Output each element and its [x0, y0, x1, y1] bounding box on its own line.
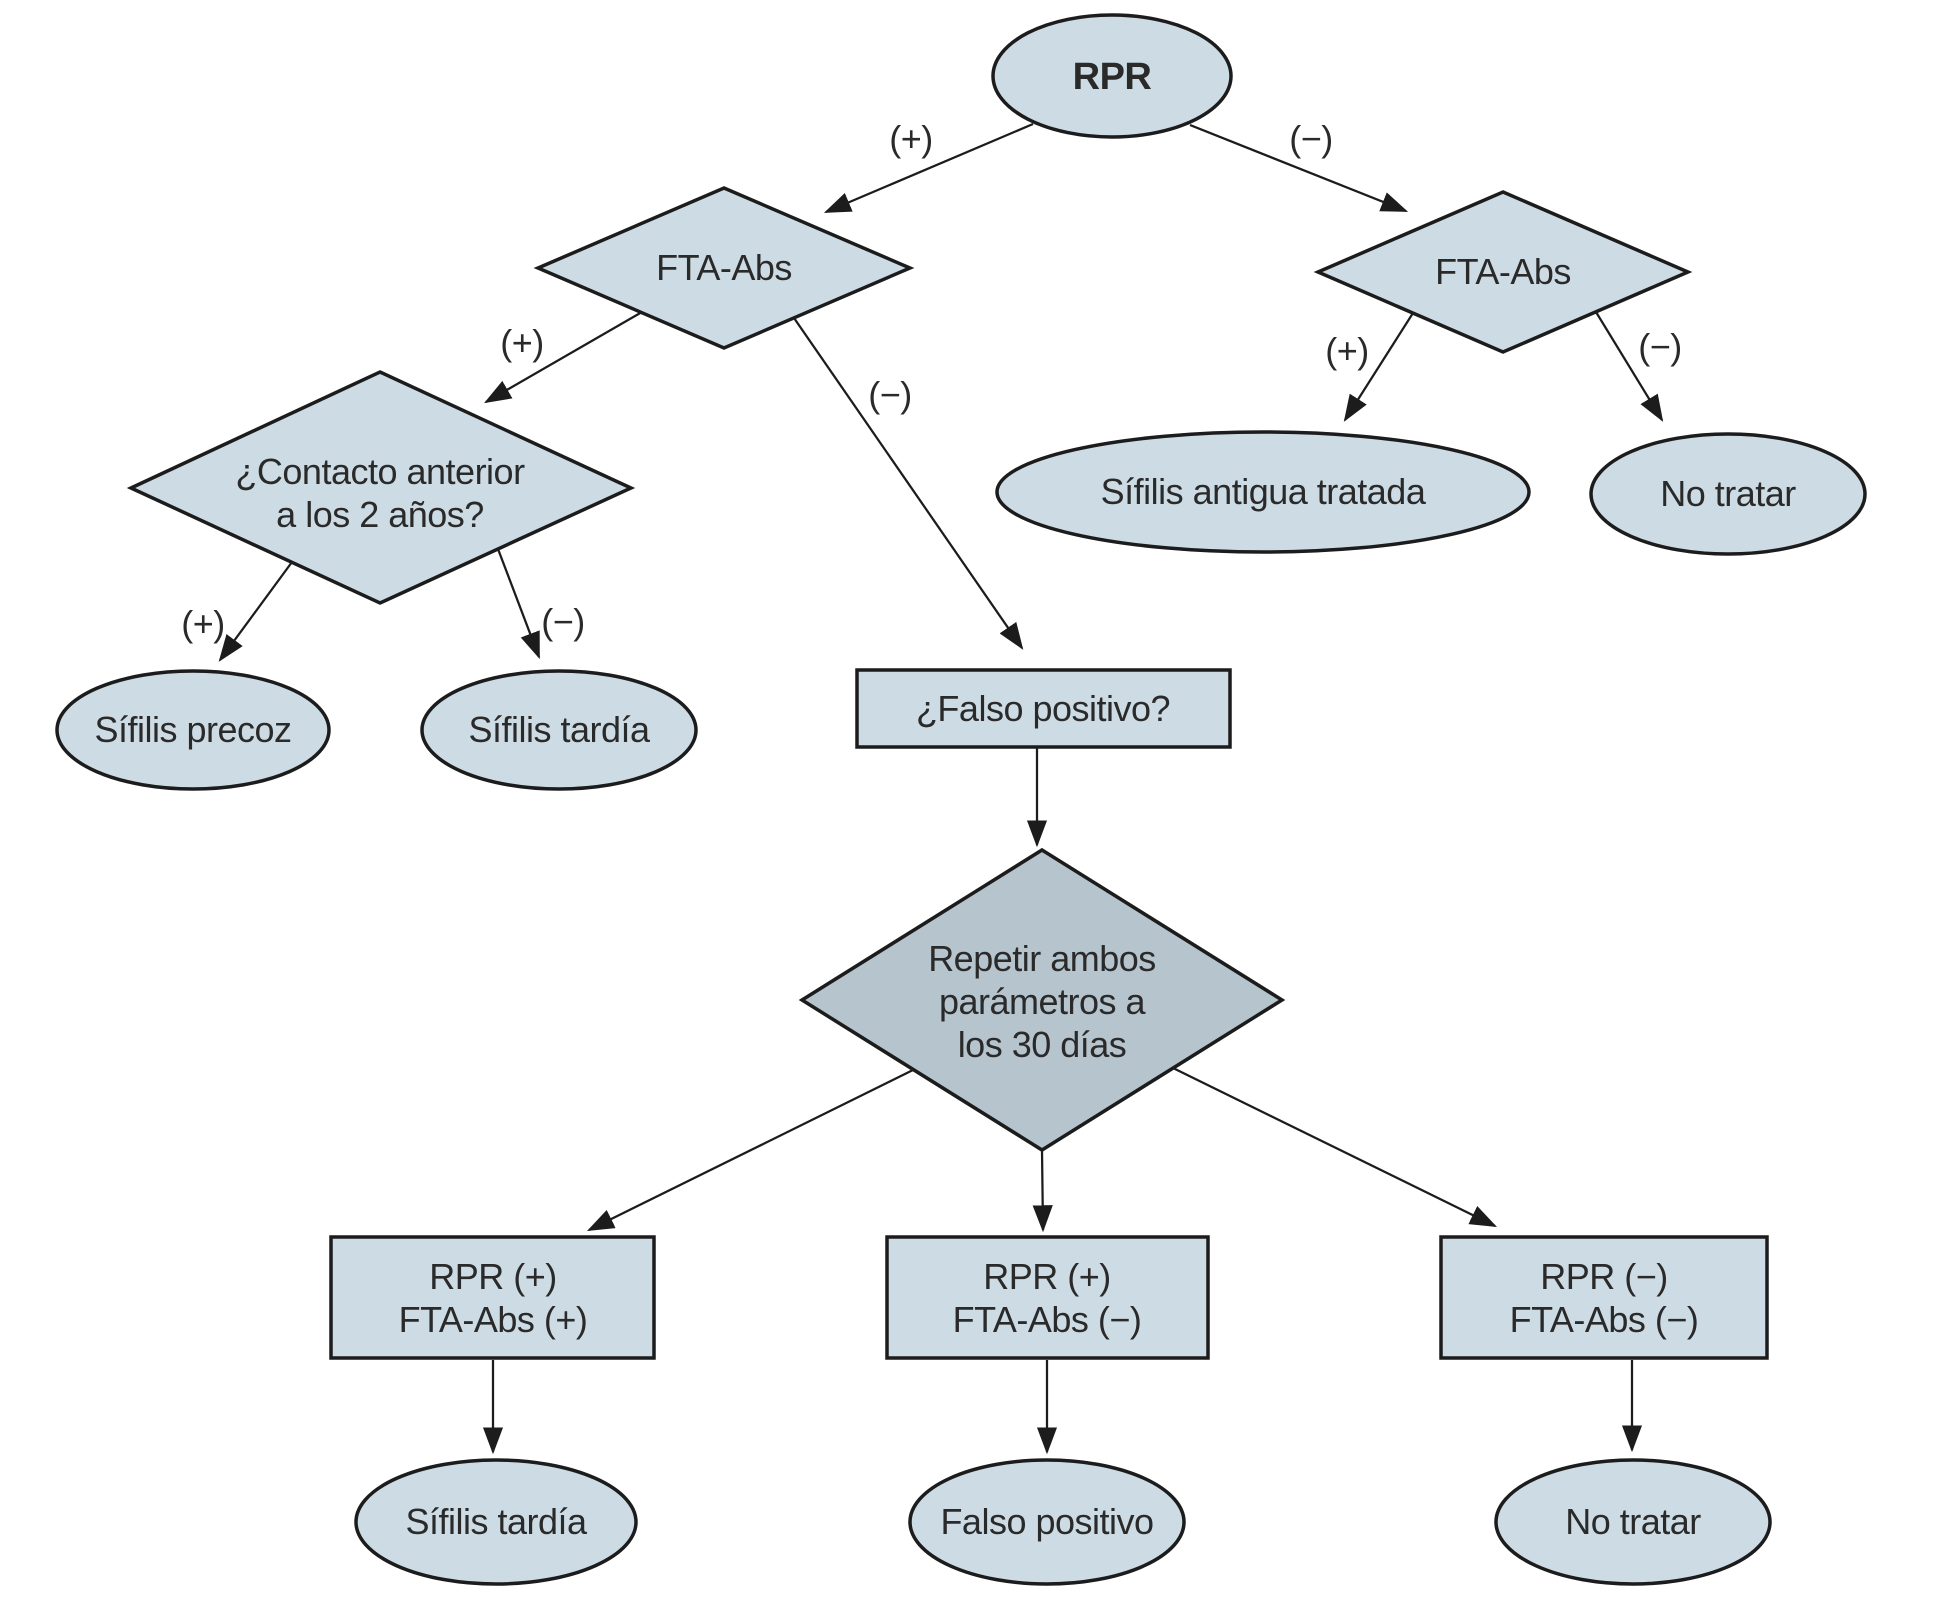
repetir-diamond	[798, 847, 1286, 1153]
node-fta-abs-right: FTA-Abs	[1313, 190, 1693, 354]
node-falso-positivo-pregunta: ¿Falso positivo?	[855, 668, 1232, 749]
node-rpr: RPR	[991, 13, 1233, 139]
node-no-tratar-final: No tratar	[1494, 1458, 1772, 1586]
fta-abs-left-diamond	[533, 186, 915, 350]
node-sifilis-tardia-final: Sífilis tardía	[354, 1458, 638, 1586]
edge-label-rpr-negative: (−)	[1289, 118, 1333, 159]
resultado-pos-neg-rect	[885, 1235, 1210, 1360]
rpr-label: RPR	[1073, 56, 1152, 98]
sifilis-precoz-ellipse	[55, 669, 331, 791]
no-tratar-final-label: No tratar	[1565, 1501, 1701, 1542]
sifilis-tardia-label: Sífilis tardía	[468, 709, 651, 750]
resultado-pos-pos-line1: RPR (+)	[429, 1256, 557, 1297]
edge-label-rpr-positive: (+)	[889, 118, 933, 159]
node-falso-positivo-final: Falso positivo	[908, 1458, 1186, 1586]
edge-labels: (+) (−) (+) (−) (+) (−) (+) (−)	[181, 118, 1682, 644]
repetir-label-line3: los 30 días	[958, 1024, 1127, 1065]
node-sifilis-precoz: Sífilis precoz	[55, 669, 331, 791]
sifilis-antigua-ellipse	[995, 430, 1531, 554]
fta-abs-right-label: FTA-Abs	[1435, 251, 1571, 292]
sifilis-precoz-label: Sífilis precoz	[94, 709, 291, 750]
edges	[218, 122, 1664, 1455]
sifilis-tardia-final-label: Sífilis tardía	[405, 1501, 588, 1542]
edge-fta-abs-right-to-sifilis-antigua	[1343, 312, 1414, 422]
resultado-neg-neg-line1: RPR (−)	[1540, 1256, 1668, 1297]
fta-abs-left-label: FTA-Abs	[656, 247, 792, 288]
resultado-neg-neg-line2: FTA-Abs (−)	[1510, 1299, 1699, 1340]
edge-label-fta-left-positive: (+)	[500, 322, 544, 363]
node-contacto: ¿Contacto anterior a los 2 años?	[126, 370, 636, 605]
repetir-label-line2: parámetros a	[939, 981, 1147, 1022]
edge-fta-abs-left-to-contacto	[484, 311, 643, 404]
edge-fta-abs-left-to-falso-positivo	[793, 317, 1024, 650]
node-resultado-neg-neg: RPR (−) FTA-Abs (−)	[1439, 1235, 1769, 1360]
node-sifilis-tardia: Sífilis tardía	[420, 669, 698, 791]
edge-repetir-to-resultado-pos-neg	[1032, 1149, 1053, 1233]
resultado-pos-pos-line2: FTA-Abs (+)	[399, 1299, 588, 1340]
node-no-tratar: No tratar	[1589, 432, 1867, 556]
edge-contacto-to-sifilis-precoz	[218, 561, 293, 662]
node-fta-abs-left: FTA-Abs	[533, 186, 915, 350]
falso-positivo-final-ellipse	[908, 1458, 1186, 1586]
edge-label-fta-right-positive: (+)	[1325, 330, 1369, 371]
contacto-diamond	[126, 370, 636, 605]
edge-label-fta-left-negative: (−)	[868, 374, 912, 415]
sifilis-antigua-label: Sífilis antigua tratada	[1101, 471, 1427, 512]
edge-fta-abs-right-to-no-tratar	[1595, 311, 1664, 422]
edge-label-contacto-negative: (−)	[541, 601, 585, 642]
repetir-label-line1: Repetir ambos	[928, 938, 1156, 979]
node-resultado-pos-neg: RPR (+) FTA-Abs (−)	[885, 1235, 1210, 1360]
sifilis-tardia-ellipse	[420, 669, 698, 791]
edge-contacto-to-sifilis-tardia	[496, 548, 541, 660]
edge-label-fta-right-negative: (−)	[1638, 326, 1682, 367]
falso-positivo-pregunta-label: ¿Falso positivo?	[916, 688, 1170, 729]
resultado-pos-pos-rect	[329, 1235, 656, 1360]
edge-repetir-to-resultado-neg-neg	[1172, 1066, 1498, 1228]
falso-positivo-rect	[855, 668, 1232, 749]
no-tratar-label: No tratar	[1660, 473, 1796, 514]
edge-rpr-to-fta-abs-left	[823, 122, 1034, 214]
node-resultado-pos-pos: RPR (+) FTA-Abs (+)	[329, 1235, 656, 1360]
edge-rpr-to-fta-abs-right	[1189, 123, 1409, 213]
rpr-ellipse	[991, 13, 1233, 139]
resultado-pos-neg-line2: FTA-Abs (−)	[953, 1299, 1142, 1340]
contacto-label-line2: a los 2 años?	[276, 494, 484, 535]
node-repetir: Repetir ambos parámetros a los 30 días	[798, 847, 1286, 1153]
no-tratar-ellipse	[1589, 432, 1867, 556]
node-sifilis-antigua-tratada: Sífilis antigua tratada	[995, 430, 1531, 554]
edge-repetir-to-resultado-pos-pos	[586, 1068, 914, 1232]
resultado-pos-neg-line1: RPR (+)	[983, 1256, 1111, 1297]
contacto-label-line1: ¿Contacto anterior	[235, 451, 525, 492]
no-tratar-final-ellipse	[1494, 1458, 1772, 1586]
nodes: RPR FTA-Abs FTA-Abs ¿Contacto anterior a…	[55, 13, 1867, 1586]
edge-label-contacto-positive: (+)	[181, 603, 225, 644]
fta-abs-right-diamond	[1313, 190, 1693, 354]
falso-positivo-final-label: Falso positivo	[940, 1501, 1153, 1542]
resultado-neg-neg-rect	[1439, 1235, 1769, 1360]
sifilis-tardia-final-ellipse	[354, 1458, 638, 1586]
